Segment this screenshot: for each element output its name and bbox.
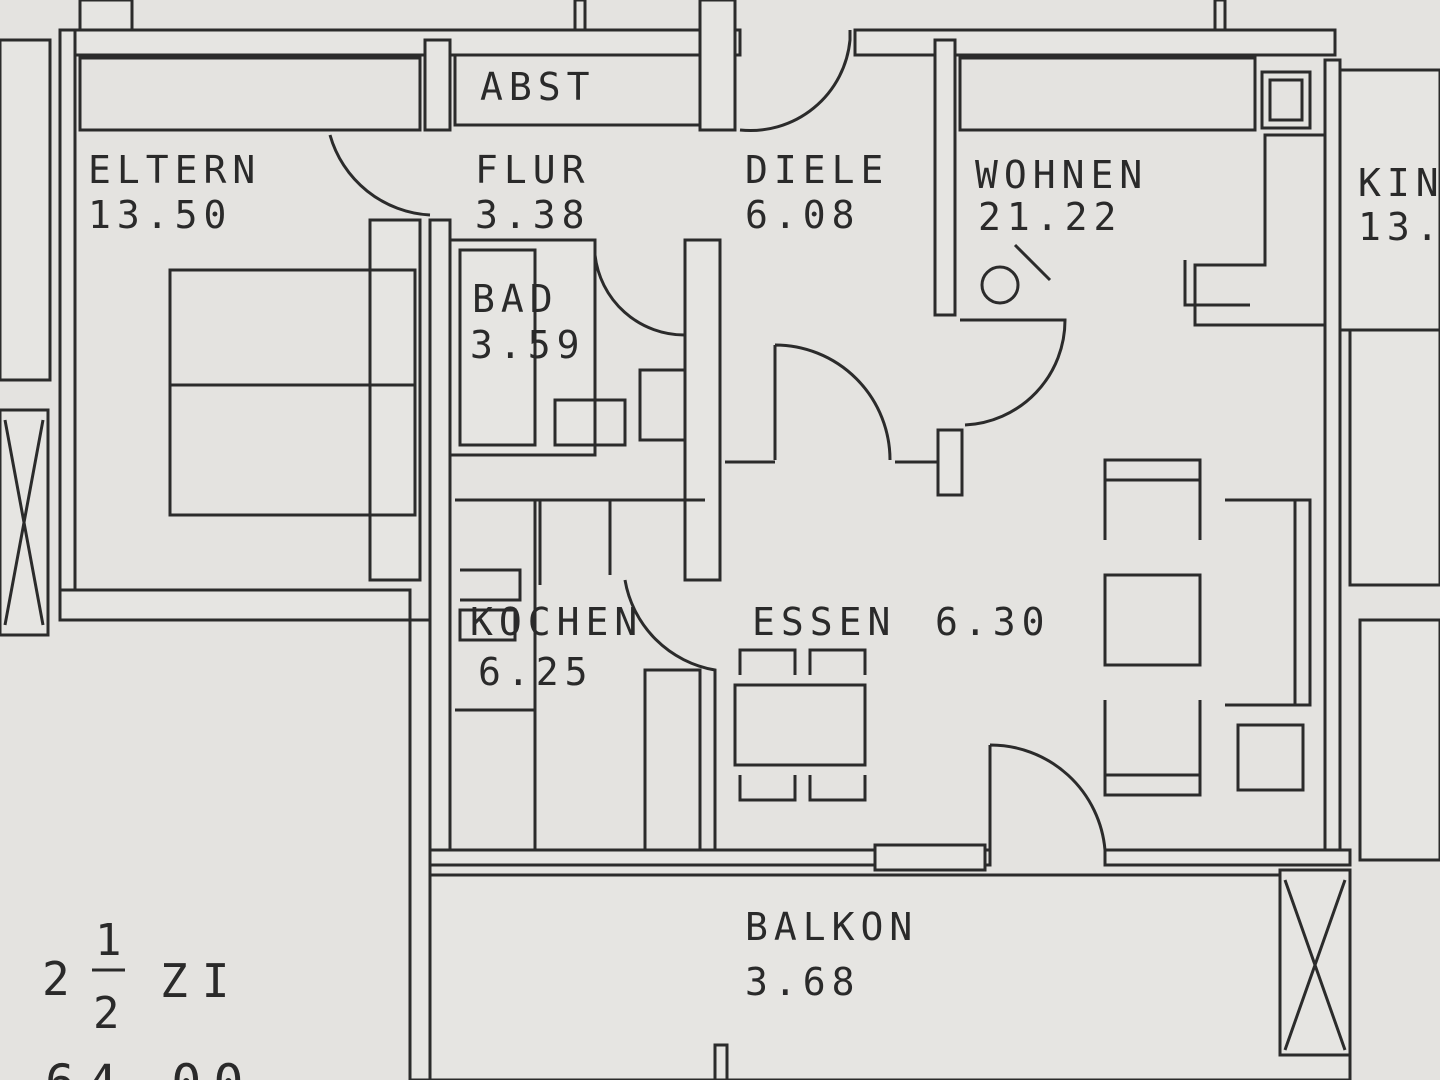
rooms-count-whole: 2: [42, 952, 76, 1006]
room-diele-area: 6.08: [745, 193, 861, 237]
room-essen-name: ESSEN: [752, 600, 896, 644]
room-balkon-area: 3.68: [745, 960, 861, 1004]
rooms-count-denominator: 2: [93, 988, 126, 1039]
room-essen-area: 6.30: [935, 600, 1051, 644]
room-flur-area: 3.38: [475, 193, 591, 237]
room-diele-name: DIELE: [745, 148, 889, 192]
room-eltern-area: 13.50: [88, 193, 232, 237]
room-kochen-area: 6.25: [478, 650, 594, 694]
room-kochen-name: KOCHEN: [470, 600, 643, 644]
furniture: [78, 53, 1327, 872]
room-kind-area: 13.4: [1358, 205, 1440, 249]
total-area: 64.00: [45, 1054, 256, 1080]
room-labels: ABST ELTERN 13.50 FLUR 3.38 DIELE 6.08 W…: [88, 65, 1440, 1004]
doors: [328, 30, 1107, 851]
room-wohnen-name: WOHNEN: [975, 153, 1148, 197]
room-wohnen-area: 21.22: [978, 195, 1122, 239]
room-abst-name: ABST: [480, 65, 596, 109]
room-eltern-name: ELTERN: [88, 148, 261, 192]
room-balkon-name: BALKON: [745, 905, 918, 949]
rooms-count-numerator: 1: [95, 915, 128, 966]
room-bad-name: BAD: [472, 277, 559, 321]
rooms-unit: ZI: [160, 954, 243, 1008]
apartment-summary: 2 1 2 ZI 64.00: [42, 915, 256, 1080]
room-kind-name: KIN: [1358, 161, 1440, 205]
room-bad-area: 3.59: [470, 323, 586, 367]
room-flur-name: FLUR: [475, 148, 591, 192]
